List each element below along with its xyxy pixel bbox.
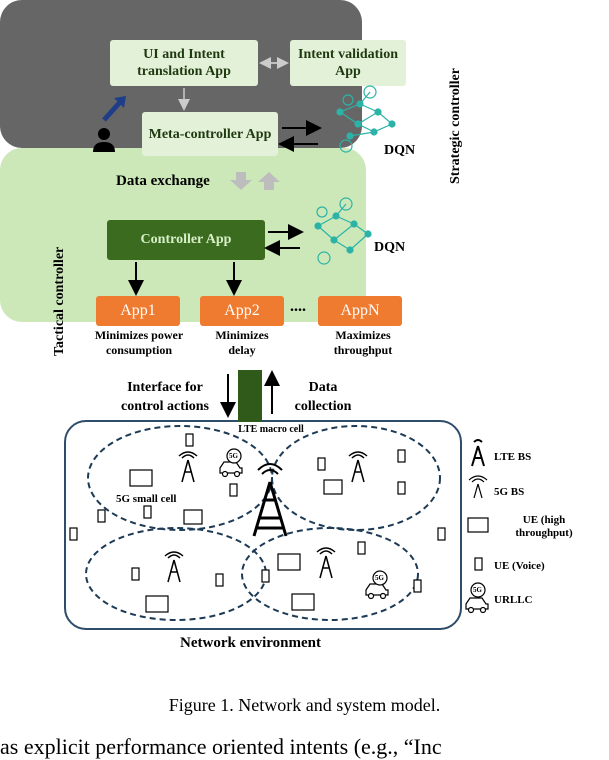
legend-5g-tower-icon bbox=[468, 475, 488, 499]
app-ellipsis: .... bbox=[290, 298, 306, 315]
strategic-dqn-label: DQN bbox=[384, 143, 416, 158]
tactical-dqn-label: DQN bbox=[374, 240, 406, 255]
network-environment-frame bbox=[64, 420, 462, 630]
ue-voice-icon bbox=[317, 457, 326, 471]
small-cell-bottom-left bbox=[85, 527, 267, 621]
legend-lte-bs: LTE BS bbox=[494, 451, 532, 463]
data-exchange-label: Data exchange bbox=[116, 173, 210, 189]
lte-macro-cell-label: LTE macro cell bbox=[238, 424, 304, 435]
urllc-car-icon bbox=[219, 448, 243, 478]
urllc-car-icon bbox=[365, 570, 389, 600]
ue-voice-icon bbox=[143, 505, 152, 519]
app1-description: Minimizes power consumption bbox=[94, 328, 184, 357]
appn-label: AppN bbox=[340, 302, 380, 319]
ui-intent-translation-app: UI and Intent translation App bbox=[110, 40, 258, 86]
small-cell-top-left bbox=[87, 425, 273, 531]
ue-voice-icon bbox=[437, 527, 446, 541]
ue-voice-icon bbox=[229, 483, 238, 497]
5g-badge: 5G bbox=[375, 574, 384, 582]
app2-box: App2 bbox=[200, 296, 284, 326]
small-cell-top-right bbox=[271, 425, 441, 531]
user-arrow-head-icon bbox=[114, 96, 126, 108]
tactical-dqn-network-icon bbox=[314, 197, 372, 265]
legend-lte-tower-icon bbox=[471, 439, 485, 467]
strategic-dqn-network-icon bbox=[336, 85, 396, 153]
interface-control-actions-label: Interface for control actions bbox=[120, 380, 209, 414]
ue-voice-icon bbox=[131, 567, 140, 581]
appn-description: Maximizes throughput bbox=[333, 328, 393, 357]
legend-urllc-car-icon bbox=[465, 582, 489, 614]
meta-app-label: Meta-controller App bbox=[148, 126, 272, 142]
user-arrow-icon bbox=[102, 98, 124, 122]
legend-5g-bs: 5G BS bbox=[494, 486, 525, 498]
ue-voice-icon bbox=[397, 481, 406, 495]
ue-high-throughput-icon bbox=[291, 593, 315, 611]
ue-voice-icon bbox=[97, 509, 106, 523]
data-exchange-arrows bbox=[230, 172, 280, 190]
5g-badge: 5G bbox=[229, 452, 238, 460]
validation-app-label: Intent validation App bbox=[298, 47, 398, 79]
small-cell-label: 5G small cell bbox=[116, 493, 177, 505]
ue-voice-icon bbox=[397, 449, 406, 463]
ue-high-throughput-icon bbox=[129, 469, 153, 487]
5g-tower-icon bbox=[164, 551, 184, 583]
ui-app-label: UI and Intent translation App bbox=[137, 47, 231, 79]
controller-app-label: Controller App bbox=[140, 232, 232, 247]
ue-high-throughput-icon bbox=[145, 595, 169, 613]
ue-high-throughput-icon bbox=[277, 553, 301, 571]
appn-box: AppN bbox=[318, 296, 402, 326]
small-cell-bottom-right bbox=[241, 527, 419, 621]
controller-app: Controller App bbox=[107, 220, 265, 260]
ue-voice-icon bbox=[69, 527, 78, 541]
ue-high-throughput-icon bbox=[323, 479, 343, 495]
intent-validation-app: Intent validation App bbox=[290, 40, 406, 86]
ue-voice-icon bbox=[261, 569, 270, 583]
legend-ue-high: UE (high throughput) bbox=[515, 514, 573, 539]
legend-ue-voice: UE (Voice) bbox=[494, 560, 545, 572]
app2-description: Minimizes delay bbox=[215, 328, 269, 357]
lte-macro-tower-icon bbox=[252, 463, 288, 537]
data-collection-label: Data collection bbox=[294, 380, 352, 414]
legend-ue-high-icon bbox=[467, 517, 489, 533]
ue-voice-icon bbox=[413, 579, 422, 593]
meta-controller-app: Meta-controller App bbox=[142, 112, 278, 156]
network-environment-label: Network environment bbox=[180, 635, 321, 651]
diagram-graphics bbox=[69, 57, 489, 621]
ue-voice-icon bbox=[185, 433, 194, 447]
legend-5g-badge: 5G bbox=[473, 586, 482, 594]
figure-caption: Figure 1. Network and system model. bbox=[168, 695, 441, 715]
user-icon bbox=[93, 128, 115, 152]
5g-tower-icon bbox=[348, 451, 368, 483]
ue-voice-icon bbox=[357, 541, 366, 555]
body-text-line: as explicit performance oriented intents… bbox=[0, 734, 442, 759]
ue-high-throughput-icon bbox=[183, 509, 203, 525]
interface-channel-bar bbox=[238, 370, 262, 422]
5g-tower-icon bbox=[316, 547, 336, 579]
legend-urllc: URLLC bbox=[494, 594, 533, 606]
app1-label: App1 bbox=[120, 302, 156, 319]
app2-label: App2 bbox=[224, 302, 260, 319]
legend-ue-voice-icon bbox=[474, 557, 483, 571]
ue-voice-icon bbox=[215, 573, 224, 587]
5g-tower-icon bbox=[178, 451, 198, 483]
app1-box: App1 bbox=[96, 296, 180, 326]
